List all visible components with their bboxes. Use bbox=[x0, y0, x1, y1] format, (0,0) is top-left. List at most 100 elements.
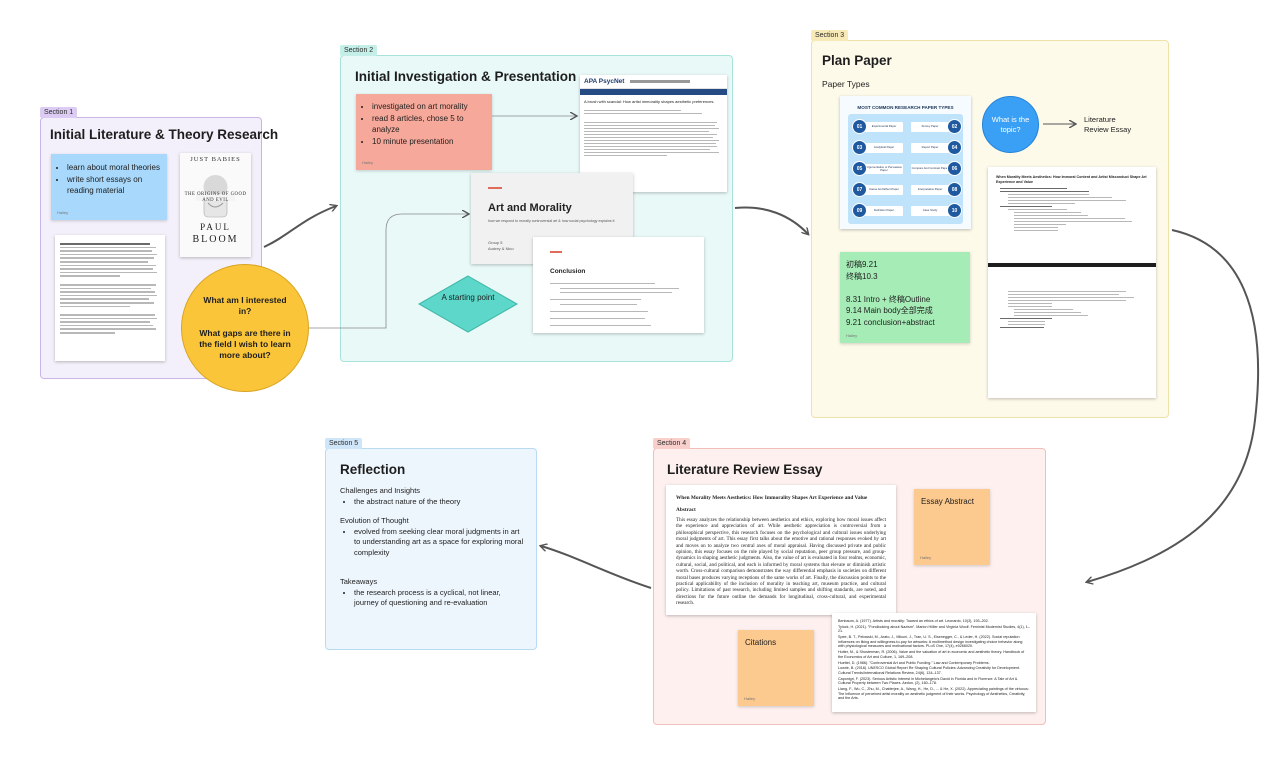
paper-type-label: Case Study bbox=[911, 206, 949, 216]
paper-type-label: Compare And Contrast Paper bbox=[911, 164, 949, 174]
book-cover-image[interactable]: JUST BABIES THE ORIGINS OF GOOD AND EVIL… bbox=[180, 153, 251, 257]
citation-entry: Liang, F., Wu, C., Zhu, M., Chatterjee, … bbox=[838, 687, 1029, 701]
reflection-heading: Evolution of Thought bbox=[340, 516, 409, 525]
paper-types-label: Paper Types bbox=[822, 79, 870, 89]
section-2-tag: Section 2 bbox=[340, 45, 378, 56]
schedule-line: 9.21 conclusion+abstract bbox=[846, 317, 935, 327]
schedule-line: 8.31 Intro + 终稿Outline bbox=[846, 294, 931, 304]
paper-type-number: 08 bbox=[947, 182, 962, 197]
citation-entry: Tylock, H. (2021). "Fondlooking about Na… bbox=[838, 624, 1030, 634]
sticky-note-schedule[interactable]: 初稿9.21 终稿10.3 8.31 Intro + 终稿Outline 9.14 M… bbox=[840, 252, 970, 343]
paper-type-number: 10 bbox=[947, 203, 962, 218]
connector-s1-s2 bbox=[263, 206, 336, 248]
conclusion-title: Conclusion bbox=[550, 268, 586, 275]
reflection-heading: Takeaways bbox=[340, 577, 378, 586]
section-4-tag: Section 4 bbox=[653, 438, 691, 449]
paper-type-label: Survey Paper bbox=[911, 122, 949, 132]
circle-text: What is the topic? bbox=[991, 114, 1030, 134]
section-3-tag: Section 3 bbox=[811, 30, 849, 41]
section-1-title: Initial Literature & Theory Research bbox=[50, 127, 279, 142]
diamond-text: A starting point bbox=[441, 293, 495, 302]
slide-subtitle: how we respond to morally controversial … bbox=[488, 219, 615, 223]
citation-entry: Spee, B. T., Pelowski, M., Arato, J., Mi… bbox=[838, 635, 1023, 649]
sticky-label: Essay Abstract bbox=[921, 497, 974, 506]
schedule-line: 终稿10.3 bbox=[846, 271, 878, 281]
list-item: investigated on art morality bbox=[372, 101, 492, 113]
reflection-heading: Challenges and Insights bbox=[340, 486, 421, 495]
book-middle-text: THE ORIGINS OF GOOD AND EVIL bbox=[184, 192, 247, 203]
sticky-note-investigation[interactable]: investigated on art morality read 8 arti… bbox=[356, 94, 492, 170]
book-top-text: JUST BABIES bbox=[190, 156, 241, 163]
citation-entry: Benbaum, A. (1977). Artists and morality… bbox=[838, 619, 989, 623]
citations-document[interactable]: Benbaum, A. (1977). Artists and morality… bbox=[832, 613, 1036, 712]
psycnet-article-screenshot[interactable]: APA PsycNet A brush with scandal: How ar… bbox=[580, 75, 727, 192]
section-3-title: Plan Paper bbox=[822, 53, 892, 68]
section-5-tag: Section 5 bbox=[325, 438, 363, 449]
schedule-line: 初稿9.21 bbox=[846, 260, 878, 269]
paper-type-label: Definition Paper bbox=[865, 206, 903, 216]
starting-point-diamond[interactable] bbox=[418, 275, 518, 333]
list-item: the abstract nature of the theory bbox=[354, 497, 525, 508]
list-item: 10 minute presentation bbox=[372, 136, 492, 148]
schedule-lines: 初稿9.21 终稿10.3 8.31 Intro + 终稿Outline 9.14 M… bbox=[846, 259, 935, 328]
list-item: learn about moral theories bbox=[67, 162, 167, 174]
sticky-note-essay-abstract[interactable]: Essay Abstract Hailey bbox=[914, 489, 990, 565]
list-item: the research process is a cyclical, not … bbox=[354, 588, 525, 609]
connector-s2-s3 bbox=[734, 206, 808, 234]
list-item: read 8 articles, chose 5 to analyze bbox=[372, 113, 492, 136]
citation-entry: Lowrie, B. (2018). UNESCO Global Report … bbox=[838, 666, 1020, 675]
short-essay-document[interactable] bbox=[55, 235, 165, 361]
sticky-author: Hailey bbox=[744, 696, 756, 701]
essay-abstract-document[interactable]: When Morality Meets Aesthetics: How Immo… bbox=[666, 485, 896, 615]
paper-type-number: 09 bbox=[852, 203, 867, 218]
paper-type-number: 02 bbox=[947, 119, 962, 134]
essay-outline-document[interactable]: When Morality Meets Aesthetics: How Immo… bbox=[988, 167, 1156, 398]
sticky-list: investigated on art morality read 8 arti… bbox=[356, 94, 492, 147]
paper-types-infographic[interactable]: MOST COMMON RESEARCH PAPER TYPES Experim… bbox=[840, 96, 971, 229]
paper-type-number: 05 bbox=[852, 161, 867, 176]
sticky-note-moral-theories[interactable]: learn about moral theories write short e… bbox=[51, 154, 167, 220]
circle-text: What am I interested in? What gaps are t… bbox=[199, 295, 291, 360]
list-item: write short essays on reading material bbox=[67, 174, 167, 197]
paper-type-number: 03 bbox=[852, 140, 867, 155]
reflection-block-takeaways: Takeaways the research process is a cycl… bbox=[340, 577, 525, 609]
schedule-line bbox=[846, 282, 935, 294]
interest-question-circle[interactable]: What am I interested in? What gaps are t… bbox=[181, 264, 309, 392]
citation-entry: Hutter, M., & Shusterman, R. (2006). Val… bbox=[838, 650, 1025, 659]
sticky-author: Hailey bbox=[920, 555, 932, 560]
reflection-block-challenges: Challenges and Insights the abstract nat… bbox=[340, 486, 525, 507]
list-item: evolved from seeking clear moral judgmen… bbox=[354, 527, 525, 559]
paper-type-label: Cause And Effect Paper bbox=[865, 185, 903, 195]
topic-question-circle[interactable]: What is the topic? bbox=[982, 96, 1039, 153]
paper-type-label: Argumentative or Persuasive Paper bbox=[865, 164, 903, 174]
presentation-conclusion-slide[interactable]: Conclusion bbox=[533, 237, 704, 333]
psycnet-logo: APA PsycNet bbox=[584, 78, 625, 85]
abstract-heading: Abstract bbox=[676, 507, 696, 513]
book-illustration bbox=[196, 175, 235, 218]
paper-type-number: 01 bbox=[852, 119, 867, 134]
book-author-last: BLOOM bbox=[192, 234, 239, 245]
slide-names: Audrey & Nico bbox=[488, 246, 514, 251]
sticky-note-citations[interactable]: Citations Hailey bbox=[738, 630, 814, 706]
section-1-tag: Section 1 bbox=[40, 107, 78, 118]
schedule-line: 9.14 Main body全部完成 bbox=[846, 306, 933, 315]
psycnet-headline: A brush with scandal: How artist immoral… bbox=[584, 99, 715, 104]
paper-type-number: 07 bbox=[852, 182, 867, 197]
book-author-first: PAUL bbox=[200, 222, 231, 232]
paper-type-number: 06 bbox=[947, 161, 962, 176]
sticky-label: Citations bbox=[745, 638, 777, 647]
sticky-author: Hailey bbox=[846, 333, 858, 338]
connector-s4-s5 bbox=[541, 546, 652, 589]
section-5-title: Reflection bbox=[340, 462, 406, 477]
section-5[interactable] bbox=[325, 448, 537, 650]
paper-type-label: Report Paper bbox=[911, 143, 949, 153]
